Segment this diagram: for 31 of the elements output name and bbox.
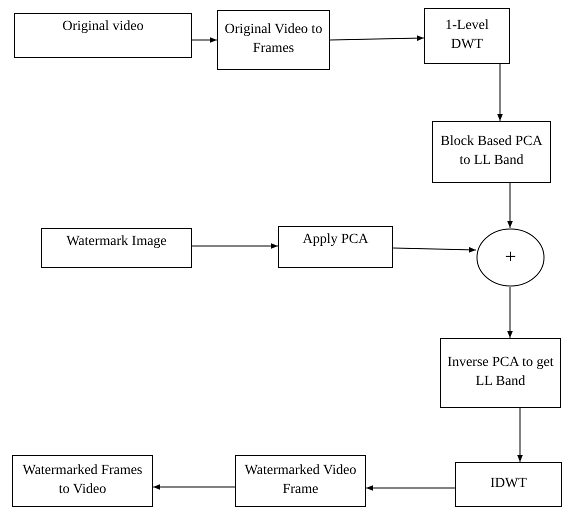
process-box (235, 455, 366, 507)
box-label: IDWT (490, 475, 527, 494)
process-box (278, 226, 393, 268)
box-label: 1-Level DWT (444, 17, 490, 54)
plus-sign: + (504, 245, 516, 270)
box-label: Watermark Image (66, 233, 167, 251)
process-box (41, 228, 192, 268)
process-box (14, 13, 192, 58)
arrow (192, 243, 278, 249)
box-label: Original video (62, 18, 144, 36)
arrow (392, 247, 476, 253)
process-box (432, 121, 551, 183)
box-label: Block Based PCA to LL Band (440, 133, 544, 170)
arrow (507, 182, 513, 228)
arrow (517, 408, 523, 462)
arrow (152, 484, 236, 490)
arrow (497, 64, 503, 122)
arrow (507, 286, 513, 338)
process-box (455, 462, 562, 507)
process-box (217, 10, 330, 70)
arrow (330, 35, 424, 41)
arrow (366, 485, 456, 491)
process-box (440, 338, 561, 408)
box-label: Apply PCA (302, 231, 368, 249)
arrow (192, 37, 218, 43)
box-label: Watermarked Video Frame (244, 462, 358, 499)
box-label: Original Video to Frames (224, 21, 324, 58)
box-label: Inverse PCA to get LL Band (446, 354, 555, 391)
box-label: Watermarked Frames to Video (22, 462, 144, 499)
process-box (424, 8, 510, 64)
process-box (12, 455, 153, 507)
